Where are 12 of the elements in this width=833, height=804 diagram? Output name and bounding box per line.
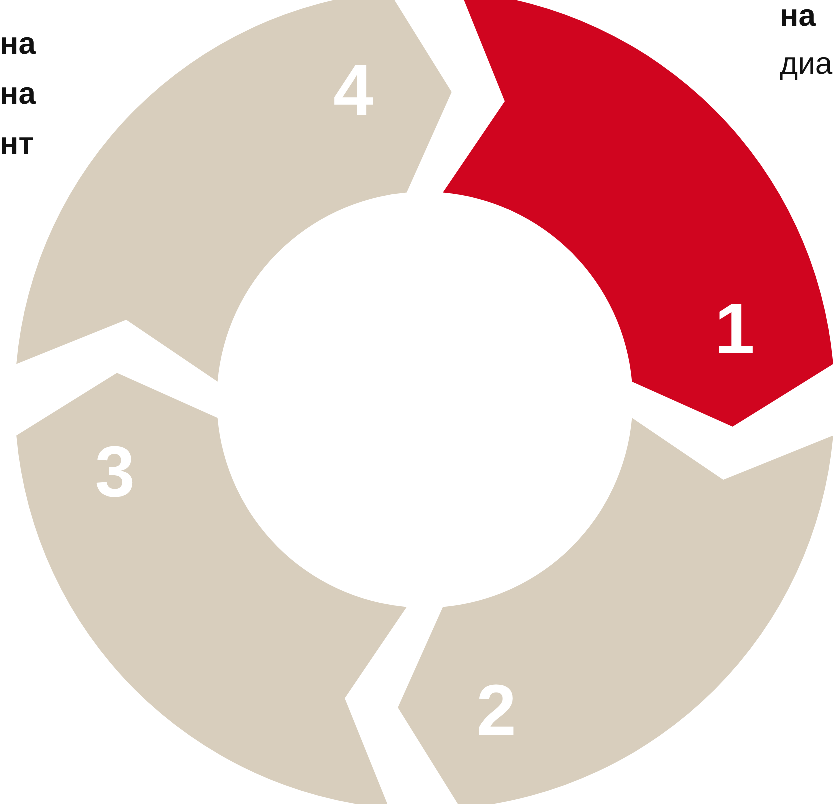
cycle-segment <box>398 418 833 804</box>
text-fragment: на <box>0 28 36 59</box>
text-fragment: на <box>0 78 36 109</box>
cycle-segment <box>443 0 833 427</box>
step-number: 1 <box>714 289 755 370</box>
step-number: 3 <box>95 432 136 513</box>
step-number: 2 <box>476 670 517 751</box>
text-fragment: нт <box>0 128 34 159</box>
text-fragment: на <box>780 0 816 31</box>
text-fragment: диа <box>780 48 833 79</box>
step-number: 4 <box>333 51 374 132</box>
cycle-segment <box>16 373 407 804</box>
